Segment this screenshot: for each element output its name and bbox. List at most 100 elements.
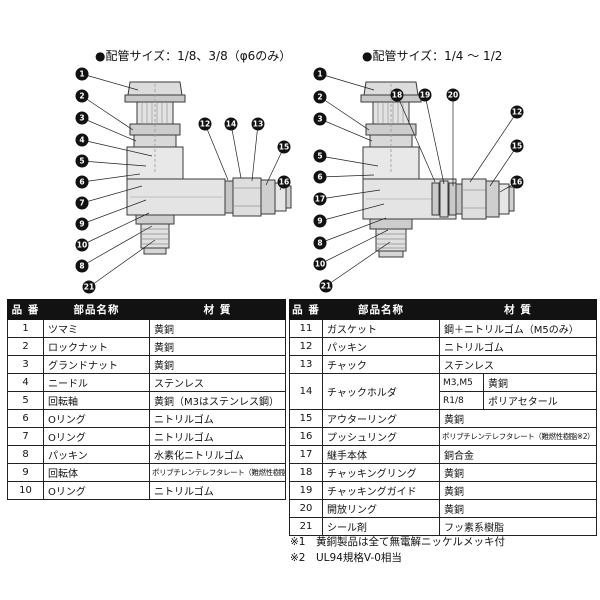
part-number-cell: 10 bbox=[7, 481, 44, 500]
part-name-cell: チャック bbox=[322, 355, 440, 374]
callout-balloon bbox=[313, 257, 327, 271]
material-cell: 水素化ニトリルゴム bbox=[149, 445, 286, 464]
callout-number: 1 bbox=[317, 70, 322, 79]
callout-balloon bbox=[75, 133, 89, 147]
material-cell: ポリアセタール bbox=[483, 391, 597, 410]
leader-line bbox=[424, 94, 445, 185]
part-name-cell: ニードル bbox=[43, 373, 150, 392]
part-name-cell: 開放リング bbox=[322, 499, 440, 518]
material-cell: ポリブチレンテレフタレート（難燃性樹脂※2） bbox=[439, 427, 597, 446]
part-number-cell: 9 bbox=[7, 463, 44, 482]
outer-ring-shape bbox=[260, 179, 276, 215]
callout-balloon bbox=[313, 90, 327, 104]
part-number-cell: 6 bbox=[7, 409, 44, 428]
leader-line bbox=[319, 155, 379, 167]
part-name-cell: ガスケット bbox=[322, 319, 440, 338]
leader-line bbox=[319, 118, 373, 142]
leader-line bbox=[469, 111, 518, 183]
callout-balloon bbox=[313, 236, 327, 250]
part-number-cell: 15 bbox=[289, 409, 323, 428]
part-number-cell: 8 bbox=[7, 445, 44, 464]
part-name-cell: シール剤 bbox=[322, 517, 440, 536]
callout-number: 21 bbox=[84, 283, 94, 292]
callout-balloon bbox=[313, 67, 327, 81]
callout-balloon bbox=[390, 88, 404, 102]
part-number-cell: 12 bbox=[289, 337, 323, 356]
callout-number: 2 bbox=[317, 93, 322, 102]
part-name-cell: ロックナット bbox=[43, 337, 150, 356]
part-name-cell: 回転軸 bbox=[43, 391, 150, 410]
part-number-cell: 21 bbox=[289, 517, 323, 536]
part-name-cell: Oリング bbox=[43, 409, 150, 428]
callout-balloon bbox=[510, 139, 524, 153]
callout-number: 9 bbox=[79, 220, 84, 229]
callout-balloon bbox=[75, 67, 89, 81]
callout-balloon bbox=[313, 192, 327, 206]
column-header: 品 番 bbox=[7, 299, 44, 320]
leader-line bbox=[319, 174, 375, 178]
thread-shape bbox=[140, 223, 170, 249]
material-variant-cell: M3,M5 bbox=[439, 373, 484, 392]
callout-balloon bbox=[198, 117, 212, 131]
part-name-cell: パッキン bbox=[322, 337, 440, 356]
part-number-cell: 1 bbox=[7, 319, 44, 338]
part-number-cell: 17 bbox=[289, 445, 323, 464]
fitting-diagram-right bbox=[360, 81, 515, 258]
callout-number: 12 bbox=[512, 108, 522, 117]
leader-line bbox=[396, 94, 436, 183]
part-name-cell: Oリング bbox=[43, 481, 150, 500]
callout-balloon bbox=[510, 105, 524, 119]
leader-line bbox=[81, 139, 153, 157]
callout-number: 7 bbox=[79, 199, 84, 208]
part-number-cell: 11 bbox=[289, 319, 323, 338]
callout-balloon bbox=[277, 140, 291, 154]
material-cell: 黄銅 bbox=[149, 319, 286, 338]
material-cell: 黄銅 bbox=[483, 373, 597, 392]
release-ring-shape bbox=[448, 182, 457, 216]
part-number-cell: 2 bbox=[7, 337, 44, 356]
part-name-cell: チャッキングリング bbox=[322, 463, 440, 482]
callout-balloon bbox=[313, 112, 327, 126]
callout-number: 3 bbox=[79, 114, 84, 123]
callout-balloon bbox=[277, 175, 291, 189]
callout-balloon bbox=[446, 88, 460, 102]
part-number-cell: 3 bbox=[7, 355, 44, 374]
leader-line bbox=[251, 123, 259, 182]
callout-balloon bbox=[251, 117, 265, 131]
leader-line bbox=[489, 145, 518, 187]
callout-balloon bbox=[313, 170, 327, 184]
callout-number: 18 bbox=[392, 91, 402, 100]
callout-balloon bbox=[75, 89, 89, 103]
material-cell: 黄銅 bbox=[149, 355, 286, 374]
callout-balloon bbox=[418, 88, 432, 102]
part-number-cell: 19 bbox=[289, 481, 323, 500]
material-cell: 黄銅 bbox=[149, 337, 286, 356]
callout-balloon bbox=[319, 279, 333, 293]
part-name-cell: パッキン bbox=[43, 445, 150, 464]
callout-number: 8 bbox=[317, 239, 322, 248]
material-variant-cell: R1/8 bbox=[439, 391, 484, 410]
callout-number: 5 bbox=[79, 157, 84, 166]
callout-number: 16 bbox=[512, 178, 522, 187]
leader-line bbox=[81, 160, 147, 167]
leader-line bbox=[319, 229, 389, 265]
callout-balloon bbox=[313, 214, 327, 228]
callout-number: 9 bbox=[317, 217, 322, 226]
leader-line bbox=[319, 73, 375, 91]
callout-balloon bbox=[75, 238, 89, 252]
material-cell: 銅合金 bbox=[439, 445, 597, 464]
part-name-cell: チャッキングガイド bbox=[322, 481, 440, 500]
callout-balloon bbox=[224, 117, 238, 131]
